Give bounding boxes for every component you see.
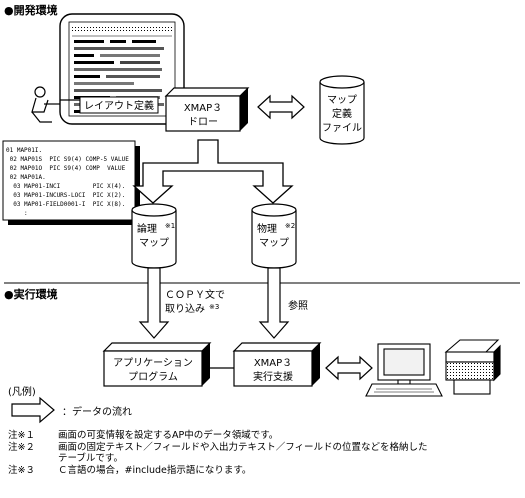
xmap3-runtime-title: XMAP３	[254, 358, 292, 369]
physical-map-mark: ※2	[285, 222, 295, 230]
copy-label-1: ＣＯＰＹ文で	[165, 288, 225, 301]
code-line: 02 MAP01S PIC S9(4) COMP-5 VALUE	[6, 156, 129, 163]
bidirectional-arrow-icon	[325, 355, 373, 381]
legend-title: (凡例)	[8, 385, 36, 398]
footnote-2: 注※２ 画面の固定テキスト／フィールドや入出力テキスト／フィールドの位置などを格…	[8, 442, 428, 454]
footnote-key: 注※２	[8, 441, 35, 453]
section-dev-title: ●開発環境	[4, 3, 58, 17]
copy-label-mark: ※3	[209, 303, 219, 311]
application-program-box: アプリケーション プログラム	[102, 342, 212, 387]
reference-label: 参照	[288, 299, 308, 312]
map-def-line2: 定義	[332, 107, 352, 120]
footnote-key: 注※１	[8, 430, 35, 441]
bidirectional-arrow-icon	[257, 94, 305, 120]
code-line: 03 MAP01-INCI PIC X(4).	[6, 183, 125, 190]
map-definition-file: マップ 定義 ファイル	[319, 75, 365, 145]
code-sample-box: 01 MAP01I. 02 MAP01S PIC S9(4) COMP-5 VA…	[2, 140, 140, 225]
physical-map-line2: マップ	[259, 237, 289, 249]
code-line: :	[6, 210, 28, 217]
logical-map-line1: 論理	[137, 222, 157, 235]
copy-flow-arrow	[138, 267, 170, 339]
reference-flow-arrow	[258, 267, 290, 339]
layout-label-box	[79, 96, 159, 114]
xmap3-draw-box: XMAP３ ドロー	[164, 87, 250, 132]
footnote-text: 画面の固定テキスト／フィールドや入出力テキスト／フィールドの位置などを格納した	[58, 441, 428, 453]
xmap3-draw-title: XMAP３	[184, 103, 222, 114]
footnote-2-continuation: テーブルです。	[58, 453, 123, 464]
physical-map-line1: 物理	[257, 222, 277, 235]
logical-map-line2: マップ	[139, 237, 169, 249]
footnote-key: 注※３	[8, 464, 35, 476]
code-line: 02 MAP01A.	[6, 174, 46, 181]
footnotes: 注※１ 画面の可変情報を設定するAP中のデータ領域です。 注※２ 画面の固定テキ…	[8, 430, 428, 476]
printer-icon	[444, 339, 501, 395]
footnote-3: 注※３ Ｃ言語の場合，#include指示語になります。	[8, 465, 428, 477]
code-line: 03 MAP01-INCURS-LOCI PIC X(2).	[6, 192, 125, 199]
legend-arrow-icon	[11, 396, 55, 424]
copy-label-2: 取り込み	[165, 303, 205, 315]
map-def-line3: ファイル	[322, 123, 362, 134]
xmap3-draw-subtitle: ドロー	[188, 117, 218, 128]
legend-arrow-label: ：データの流れ	[62, 405, 132, 418]
computer-icon	[365, 343, 443, 397]
code-line: 03 MAP01-FIELD0001-I PIC X(8).	[6, 201, 125, 208]
app-program-line2: プログラム	[128, 370, 178, 383]
app-program-line1: アプリケーション	[113, 357, 193, 369]
logical-map-mark: ※1	[165, 222, 175, 230]
section-run-title: ●実行環境	[4, 287, 58, 301]
xmap3-runtime-subtitle: 実行支援	[253, 370, 293, 383]
split-flow-arrow	[132, 139, 294, 204]
footnote-text: Ｃ言語の場合，#include指示語になります。	[58, 464, 252, 476]
logical-map-file: 論理 ※1 マップ	[131, 203, 177, 269]
footnote-text: 画面の可変情報を設定するAP中のデータ領域です。	[58, 430, 279, 441]
layout-label: レイアウト定義	[84, 99, 154, 112]
map-def-line1: マップ	[327, 94, 357, 106]
code-line: 02 MAP01O PIC S9(4) COMP VALUE	[6, 165, 126, 172]
xmap3-runtime-box: XMAP３ 実行支援	[232, 342, 322, 387]
physical-map-file: 物理 ※2 マップ	[251, 203, 297, 269]
code-line: 01 MAP01I.	[6, 147, 42, 154]
footnote-1: 注※１ 画面の可変情報を設定するAP中のデータ領域です。	[8, 430, 428, 442]
